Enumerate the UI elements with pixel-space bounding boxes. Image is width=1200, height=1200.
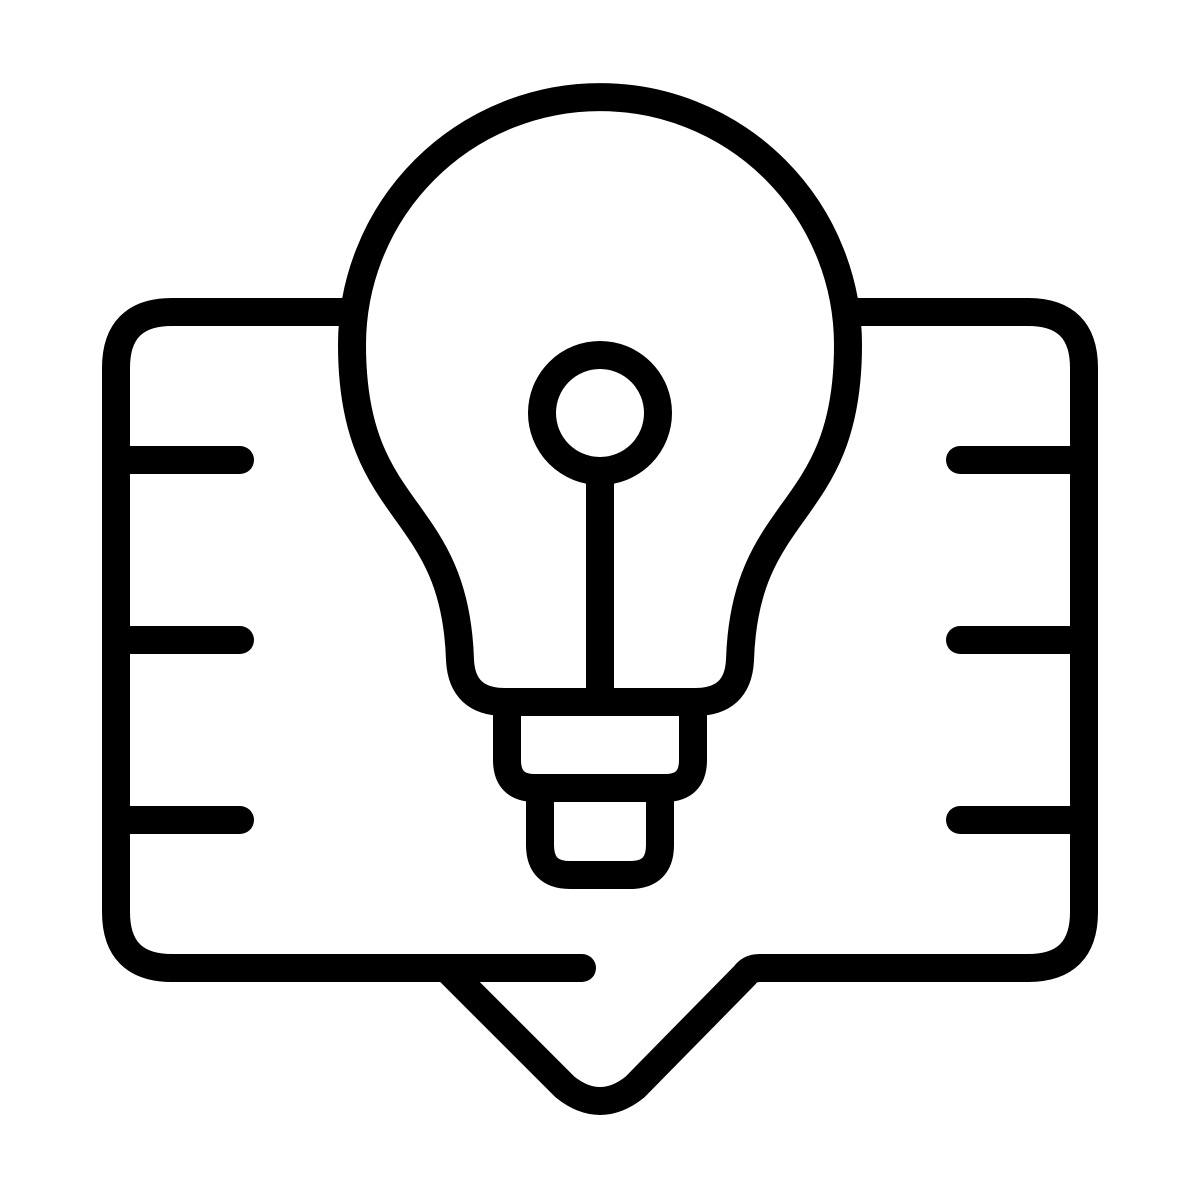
lightbulb-icon xyxy=(338,83,862,889)
filament-circle xyxy=(528,341,672,485)
bulb-base-upper xyxy=(493,688,707,802)
bulb-glass xyxy=(338,83,862,716)
bulb-base-lower xyxy=(526,774,674,889)
speech-bubble xyxy=(102,298,1098,1115)
speech-bubble-tail-and-right xyxy=(432,298,1098,1115)
